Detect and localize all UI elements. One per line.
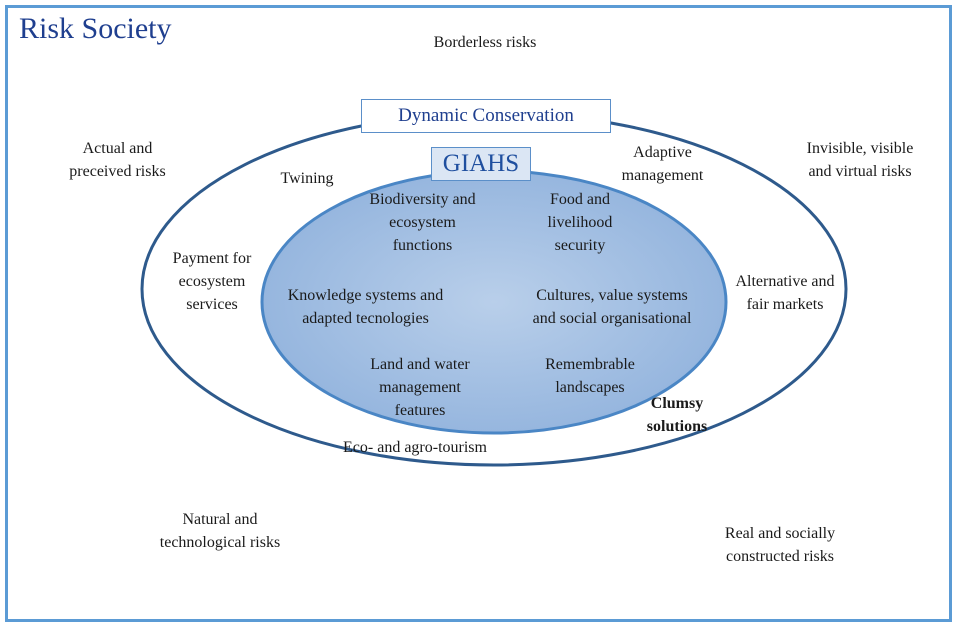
label-land-water: Land and water management features [370, 356, 470, 419]
label-eco-tourism: Eco- and agro-tourism [343, 439, 487, 456]
label-invisible-risks: Invisible, visible and virtual risks [806, 140, 914, 180]
label-borderless-risks: Borderless risks [433, 34, 537, 51]
label-clumsy-solutions: Clumsy solutions [646, 395, 708, 435]
label-payment-ecosystem: Payment for ecosystem services [172, 250, 252, 313]
label-food-security: Food and livelihood security [547, 191, 613, 254]
label-remembrable-landscapes: Remembrable landscapes [545, 356, 635, 396]
label-actual-risks: Actual and preceived risks [69, 140, 166, 180]
label-twining: Twining [280, 170, 334, 187]
label-biodiversity: Biodiversity and ecosystem functions [369, 191, 476, 254]
giahs-box: GIAHS [431, 147, 531, 181]
label-real-risks: Real and socially constructed risks [724, 525, 836, 565]
label-knowledge-systems: Knowledge systems and adapted tecnologie… [287, 287, 444, 327]
label-cultures-values: Cultures, value systems and social organ… [532, 287, 692, 327]
label-natural-risks: Natural and technological risks [159, 511, 281, 551]
risk-society-frame [5, 5, 952, 622]
label-adaptive-management: Adaptive management [621, 144, 704, 184]
label-alternative-markets: Alternative and fair markets [735, 273, 835, 313]
dynamic-conservation-box: Dynamic Conservation [361, 99, 611, 133]
diagram-title: Risk Society [19, 12, 172, 45]
